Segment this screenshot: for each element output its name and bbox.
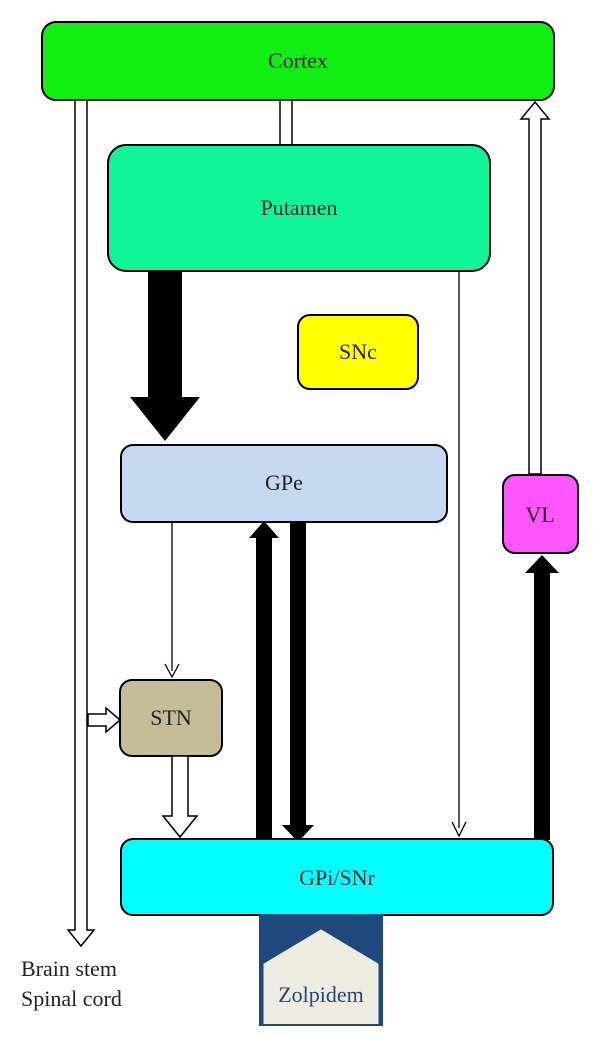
vl-box xyxy=(502,474,579,554)
gpi-to-vl-arrow xyxy=(525,555,559,840)
stn-to-gpi-arrow xyxy=(161,755,199,839)
zolpidem-house-shape xyxy=(263,929,379,1025)
cortex-to-stn-arrow xyxy=(87,706,122,734)
putamen-to-gpi-arrowhead xyxy=(451,821,467,838)
gpe-label: GPe xyxy=(265,470,303,495)
putamen-box xyxy=(107,144,491,272)
cortex-to-brainstem-arrow xyxy=(66,99,96,948)
gpi-snr-label: GPi/SNr xyxy=(299,865,375,890)
putamen-label: Putamen xyxy=(261,195,338,220)
stn-box xyxy=(119,679,223,757)
snc-box xyxy=(297,314,419,390)
snc-label: SNc xyxy=(339,339,377,364)
cortex-to-putamen-connector xyxy=(279,99,293,147)
gpe-to-stn-arrowhead xyxy=(164,663,180,679)
zolpidem-label: Zolpidem xyxy=(278,982,364,1007)
output-label-line1: Brain stem xyxy=(21,956,117,981)
gpe-to-gpi-arrow xyxy=(282,522,314,842)
putamen-to-gpe-arrow xyxy=(130,272,200,441)
cortex-label: Cortex xyxy=(268,48,328,73)
zolpidem-outline xyxy=(259,914,383,1026)
gpe-box xyxy=(120,444,448,523)
vl-to-cortex-arrow xyxy=(519,100,551,475)
gpi-to-gpe-arrow xyxy=(249,521,279,842)
cortex-box xyxy=(41,21,555,101)
stn-label: STN xyxy=(150,705,192,730)
vl-label: VL xyxy=(525,502,554,527)
output-label-line2: Spinal cord xyxy=(21,986,122,1011)
